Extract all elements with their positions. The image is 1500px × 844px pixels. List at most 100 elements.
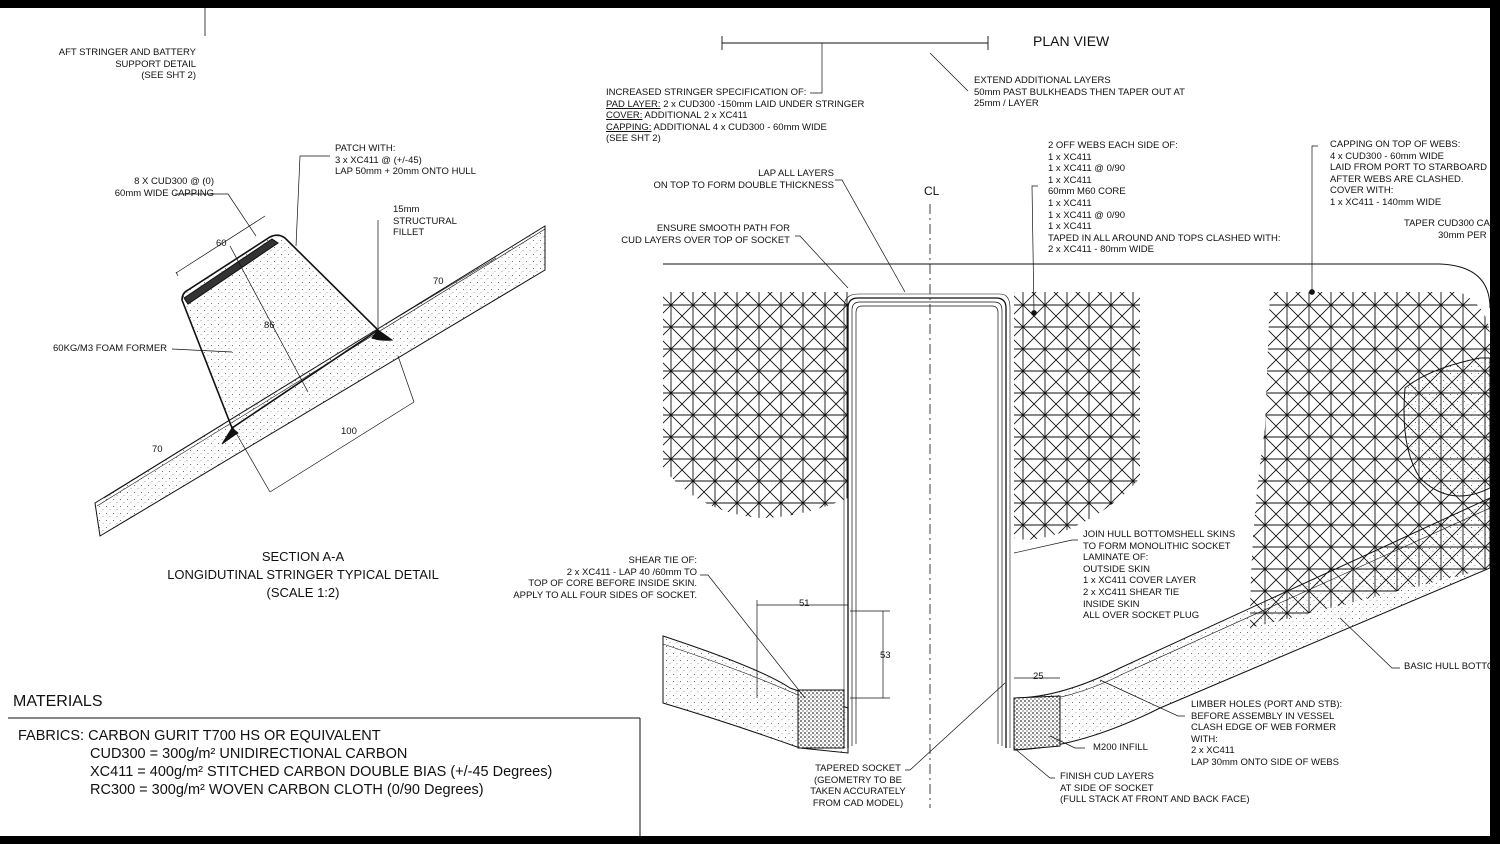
pad-layer-key: PAD LAYER: xyxy=(606,98,661,110)
webs-line-3: 1 x XC411 @ 0/90 xyxy=(1048,163,1126,175)
fillet-note: 15mm STRUCTURAL FILLET xyxy=(393,204,457,239)
limber-line-3: CLASH EDGE OF WEB FORMER xyxy=(1191,722,1337,734)
m200-infill-label: M200 INFILL xyxy=(1093,742,1148,753)
lap-all-line-1: LAP ALL LAYERS xyxy=(758,168,834,179)
dim-60: 60 xyxy=(216,238,227,249)
materials-list: FABRICS: CARBON GURIT T700 HS OR EQUIVAL… xyxy=(18,727,552,799)
webs-line-9: TAPED IN ALL AROUND AND TOPS CLASHED WIT… xyxy=(1048,232,1281,244)
dim-86: 86 xyxy=(264,320,275,331)
tapered-line-2: (GEOMETRY TO BE xyxy=(814,774,902,786)
webs-line-2: 1 x XC411 xyxy=(1048,151,1092,163)
finish-line-1: FINISH CUD LAYERS xyxy=(1060,771,1154,782)
webs-line-10: 2 x XC411 - 80mm WIDE xyxy=(1048,244,1154,256)
capping-value: ADDITIONAL 4 x CUD300 - 60mm WIDE xyxy=(651,121,827,133)
lap-all-note: LAP ALL LAYERS ON TOP TO FORM DOUBLE THI… xyxy=(653,168,834,191)
dim-53: 53 xyxy=(880,650,891,661)
finish-cud-note: FINISH CUD LAYERS AT SIDE OF SOCKET (FUL… xyxy=(1060,771,1250,806)
limber-holes-note: LIMBER HOLES (PORT AND STB): BEFORE ASSE… xyxy=(1191,699,1342,769)
pad-layer-value: 2 x CUD300 -150mm LAID UNDER STRINGER xyxy=(660,98,865,110)
materials-line-1: FABRICS: CARBON GURIT T700 HS OR EQUIVAL… xyxy=(18,728,381,744)
cover-value: ADDITIONAL 2 x XC411 xyxy=(642,110,748,122)
join-line-7: INSIDE SKIN xyxy=(1083,598,1140,610)
shear-tie-line-4: APPLY TO ALL FOUR SIDES OF SOCKET. xyxy=(513,589,697,601)
dim-25: 25 xyxy=(1033,671,1044,682)
smooth-line-2: CUD LAYERS OVER TOP OF SOCKET xyxy=(621,234,790,246)
section-title-line-3: (SCALE 1:2) xyxy=(266,585,340,600)
cover-key: COVER: xyxy=(606,110,643,122)
section-title-line-2: LONGIDUTINAL STRINGER TYPICAL DETAIL xyxy=(167,567,439,582)
dim-70-upper: 70 xyxy=(433,276,444,287)
capping-webs-line-2: 4 x CUD300 - 60mm WIDE xyxy=(1330,150,1445,162)
finish-line-2: AT SIDE OF SOCKET xyxy=(1060,782,1154,794)
capping-webs-line-6: 1 x XC411 - 140mm WIDE xyxy=(1330,196,1442,208)
stringer-spec-note: INCREASED STRINGER SPECIFICATION OF: PAD… xyxy=(606,87,864,145)
patch-line-3: LAP 50mm + 20mm ONTO HULL xyxy=(335,166,476,178)
capping-webs-line-5: COVER WITH: xyxy=(1330,185,1394,197)
materials-line-4: RC300 = 300g/m² WOVEN CARBON CLOTH (0/90… xyxy=(90,782,484,798)
stringer-spec-line-1: INCREASED STRINGER SPECIFICATION OF: xyxy=(606,87,807,98)
plan-view-title: PLAN VIEW xyxy=(1033,33,1110,49)
stringer-spec-pad: PAD LAYER: 2 x CUD300 -150mm LAID UNDER … xyxy=(606,99,864,111)
dim-100: 100 xyxy=(341,426,357,437)
shear-tie-line-2: 2 x XC411 - LAP 40 /60mm TO xyxy=(566,566,697,578)
patch-note: PATCH WITH: 3 x XC411 @ (+/-45) LAP 50mm… xyxy=(335,143,476,178)
dim-70-lower: 70 xyxy=(152,444,163,455)
socket-detail-drawing xyxy=(662,36,1490,808)
webs-line-6: 1 x XC411 xyxy=(1048,197,1092,209)
drawing-graphics xyxy=(8,8,1490,836)
tapered-line-4: FROM CAD MODEL) xyxy=(812,797,904,809)
webs-line-7: 1 x XC411 @ 0/90 xyxy=(1048,209,1126,221)
taper-note: TAPER CUD300 CA 30mm PER xyxy=(1404,218,1490,241)
shear-tie-note: SHEAR TIE OF: 2 x XC411 - LAP 40 /60mm T… xyxy=(513,555,697,601)
drawing-sheet: AFT STRINGER AND BATTERY SUPPORT DETAIL … xyxy=(0,8,1490,836)
fillet-line-3: FILLET xyxy=(393,227,425,239)
join-line-3: LAMINATE OF: xyxy=(1083,552,1149,564)
extend-line-1: EXTEND ADDITIONAL LAYERS xyxy=(974,75,1111,86)
fillet-line-1: 15mm xyxy=(393,204,420,215)
extend-line-3: 25mm / LAYER xyxy=(974,98,1039,110)
capping-webs-line-3: LAID FROM PORT TO STARBOARD xyxy=(1330,162,1487,174)
smooth-path-note: ENSURE SMOOTH PATH FOR CUD LAYERS OVER T… xyxy=(621,223,790,246)
webs-line-8: 1 x XC411 xyxy=(1048,221,1092,233)
aft-stringer-note: AFT STRINGER AND BATTERY SUPPORT DETAIL … xyxy=(59,47,196,82)
webs-line-4: 1 x XC411 xyxy=(1048,174,1092,186)
materials-line-3: XC411 = 400g/m² STITCHED CARBON DOUBLE B… xyxy=(90,764,553,780)
webs-line-1: 2 OFF WEBS EACH SIDE OF: xyxy=(1048,140,1178,151)
capping-line-2: 60mm WIDE CAPPING xyxy=(114,187,214,199)
join-line-5: 1 x XC411 COVER LAYER xyxy=(1083,575,1197,587)
stringer-spec-cover: COVER: ADDITIONAL 2 x XC411 xyxy=(606,110,864,122)
join-line-1: JOIN HULL BOTTOMSHELL SKINS xyxy=(1083,529,1236,540)
aft-stringer-line-1: AFT STRINGER AND BATTERY xyxy=(58,47,196,58)
capping-webs-line-4: AFTER WEBS ARE CLASHED. xyxy=(1330,173,1464,185)
smooth-line-1: ENSURE SMOOTH PATH FOR xyxy=(656,223,790,234)
materials-line-2: CUD300 = 300g/m² UNIDIRECTIONAL CARBON xyxy=(90,746,408,762)
limber-line-1: LIMBER HOLES (PORT AND STB): xyxy=(1191,699,1343,710)
basic-hull-label: BASIC HULL BOTTO xyxy=(1404,661,1490,672)
join-line-8: ALL OVER SOCKET PLUG xyxy=(1083,610,1200,622)
fillet-line-2: STRUCTURAL xyxy=(393,215,457,227)
stringer-spec-see: (SEE SHT 2) xyxy=(606,133,661,145)
webs-note: 2 OFF WEBS EACH SIDE OF: 1 x XC411 1 x X… xyxy=(1048,140,1280,256)
patch-line-1: PATCH WITH: xyxy=(335,143,396,154)
join-skins-note: JOIN HULL BOTTOMSHELL SKINS TO FORM MONO… xyxy=(1083,529,1235,622)
limber-line-2: BEFORE ASSEMBLY IN VESSEL xyxy=(1191,710,1335,722)
capping-key: CAPPING: xyxy=(606,121,652,133)
tapered-line-3: TAKEN ACCURATELY xyxy=(810,786,906,798)
section-title: SECTION A-A LONGIDUTINAL STRINGER TYPICA… xyxy=(148,548,458,602)
patch-line-2: 3 x XC411 @ (+/-45) xyxy=(335,154,422,166)
tapered-line-1: TAPERED SOCKET xyxy=(815,763,901,774)
capping-webs-note: CAPPING ON TOP OF WEBS: 4 x CUD300 - 60m… xyxy=(1330,139,1487,209)
foam-former-label: 60KG/M3 FOAM FORMER xyxy=(53,343,168,354)
capping-note: 8 X CUD300 @ (0) 60mm WIDE CAPPING xyxy=(115,176,214,199)
aft-stringer-line-3: (SEE SHT 2) xyxy=(141,70,196,82)
section-title-line-1: SECTION A-A xyxy=(261,549,345,564)
taper-line-2: 30mm PER xyxy=(1438,229,1487,241)
limber-line-5: 2 x XC411 xyxy=(1191,745,1235,757)
join-line-2: TO FORM MONOLITHIC SOCKET xyxy=(1083,540,1231,552)
shear-tie-line-3: TOP OF CORE BEFORE INSIDE SKIN. xyxy=(528,578,697,590)
limber-line-6: LAP 30mm ONTO SIDE OF WEBS xyxy=(1191,756,1339,768)
materials-box xyxy=(8,717,641,836)
aft-stringer-line-2: SUPPORT DETAIL xyxy=(115,58,196,70)
extend-layers-note: EXTEND ADDITIONAL LAYERS 50mm PAST BULKH… xyxy=(974,75,1185,110)
webs-line-5: 60mm M60 CORE xyxy=(1048,186,1126,198)
